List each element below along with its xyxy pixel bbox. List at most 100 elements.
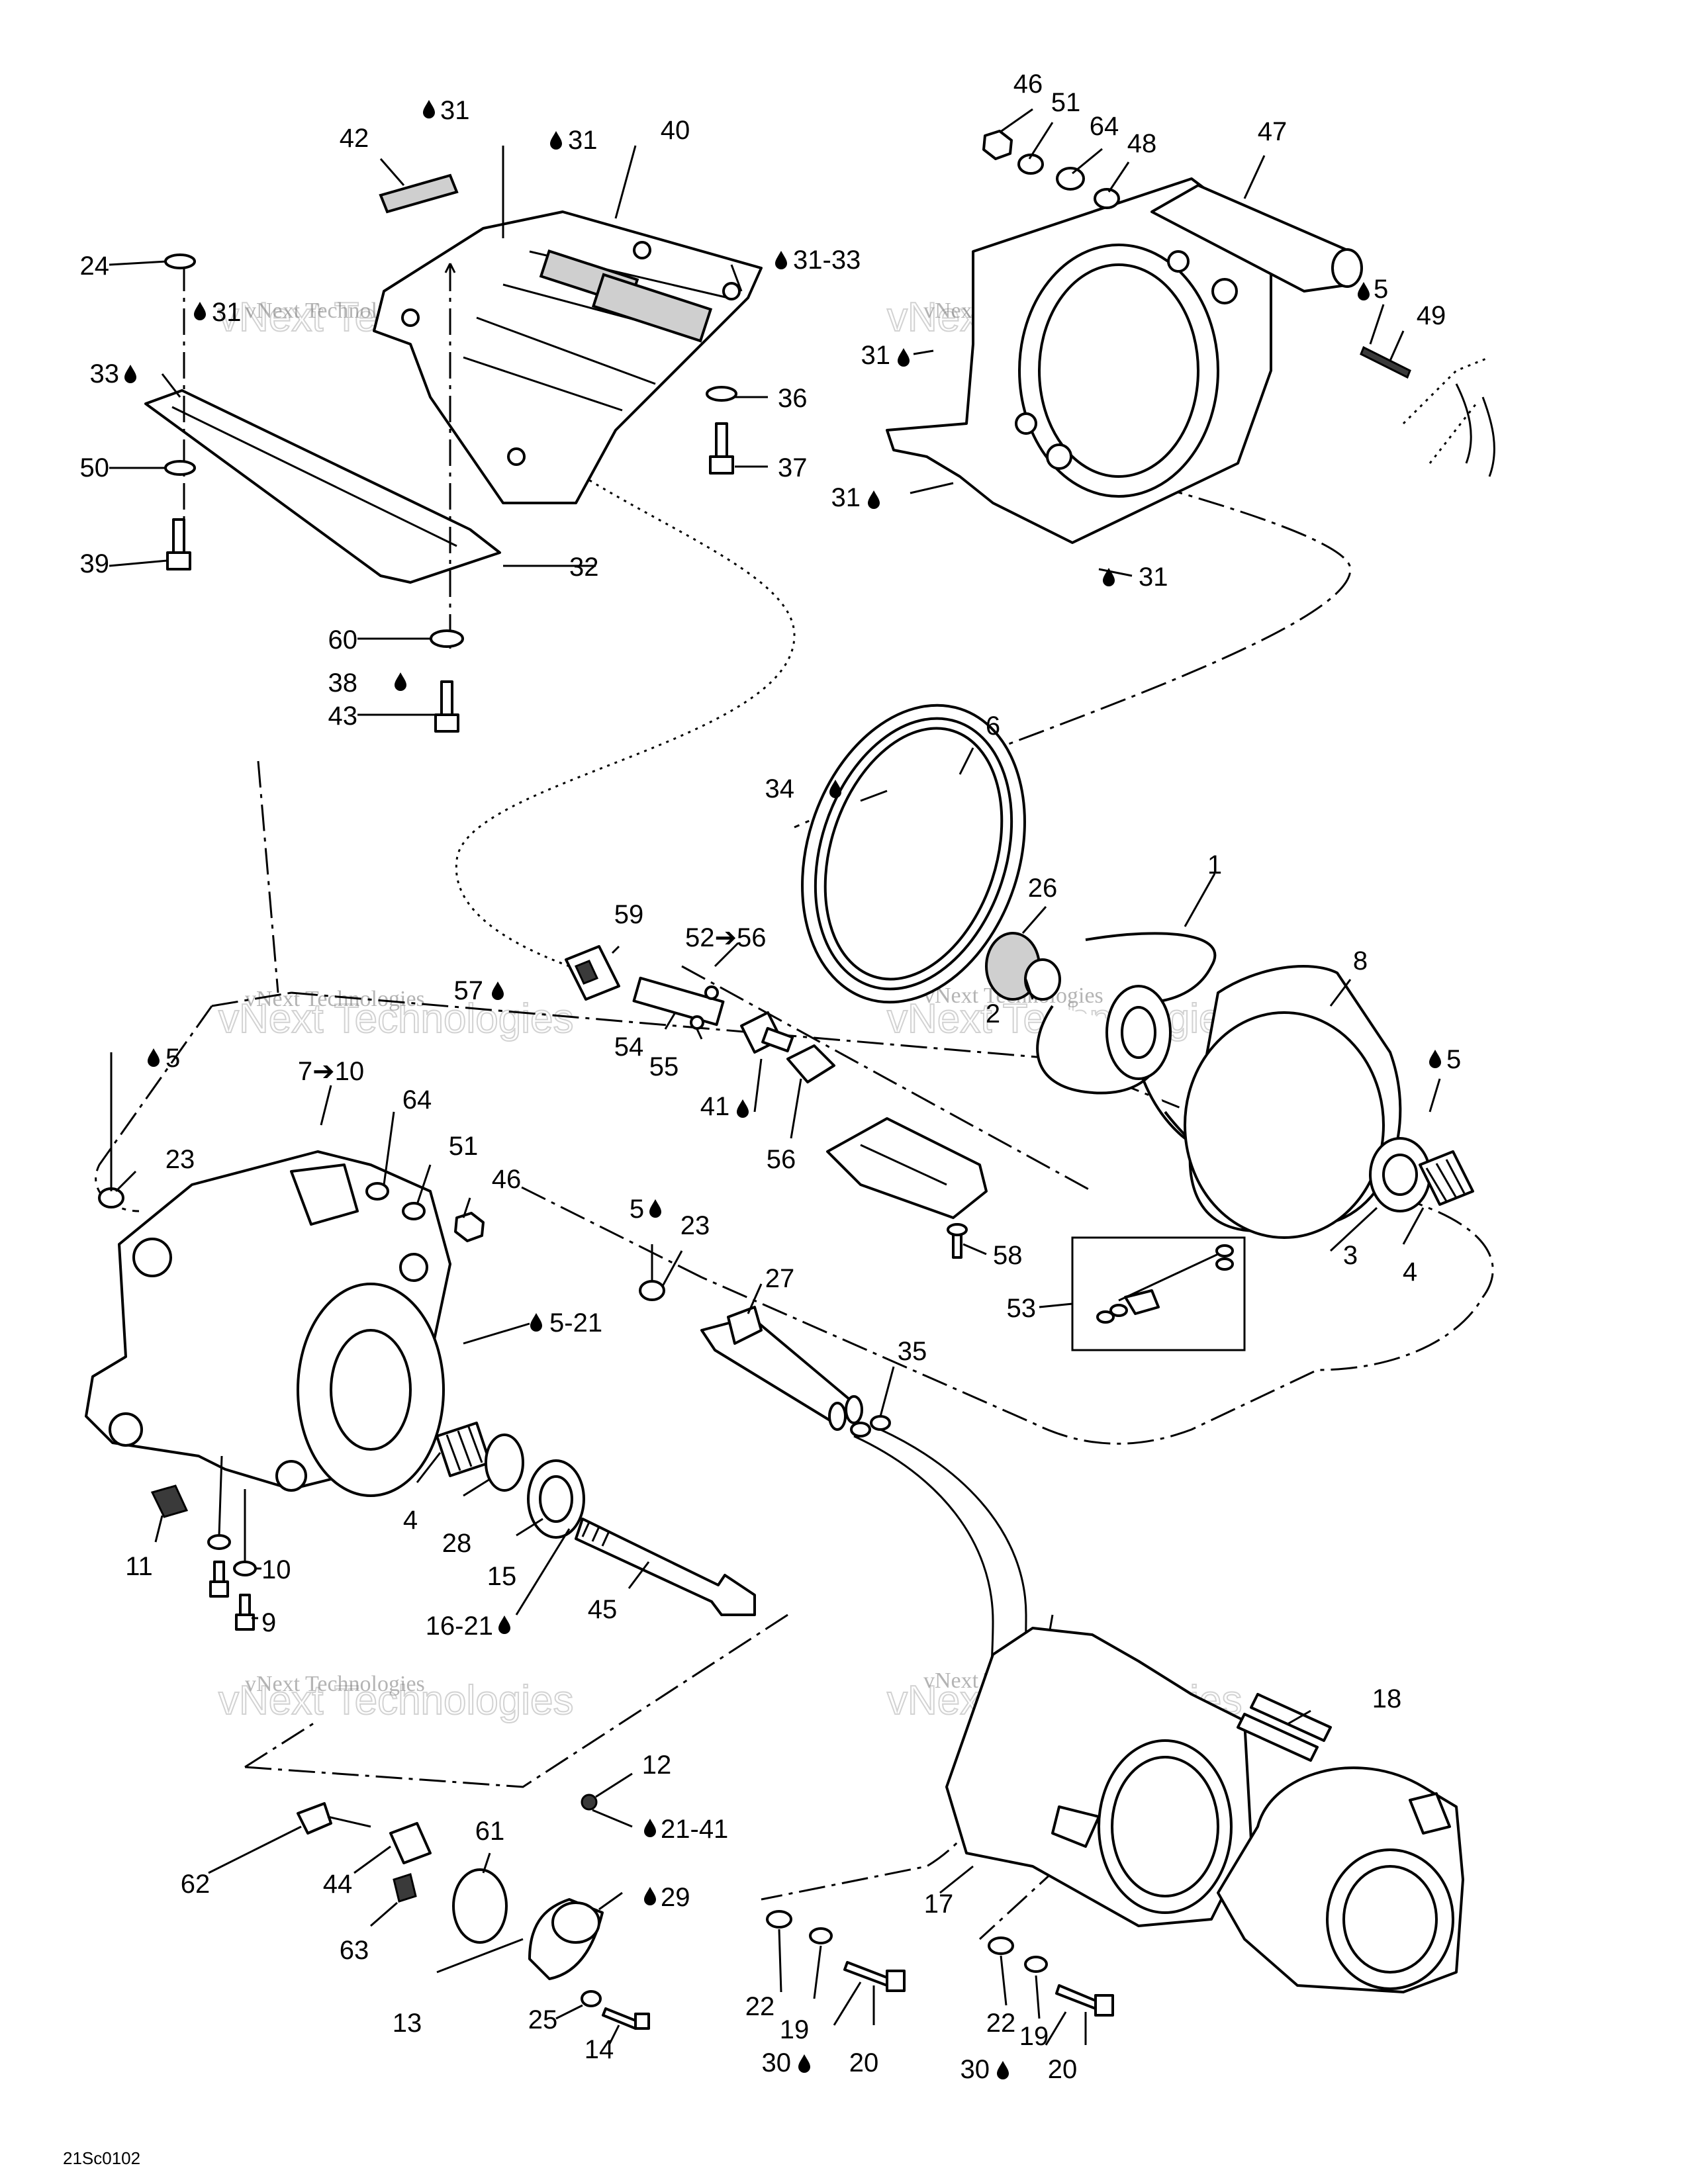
callout-19: 19 xyxy=(1019,2022,1049,2051)
screw xyxy=(209,1561,229,1598)
callout-14: 14 xyxy=(585,2035,614,2064)
callout-59: 59 xyxy=(614,900,644,929)
callout-46: 46 xyxy=(1013,69,1043,99)
callout-46: 46 xyxy=(492,1165,522,1194)
callout-19: 19 xyxy=(780,2015,810,2044)
washer xyxy=(766,1910,792,1929)
o-ring xyxy=(870,1415,891,1431)
watermark-logo: vNext Technologies xyxy=(218,1678,574,1723)
trim-piston xyxy=(632,976,725,1026)
pump-bracket-assembly xyxy=(886,130,1495,544)
callout-56: 56 xyxy=(767,1145,796,1174)
callout-62: 62 xyxy=(181,1870,211,1899)
callout-31: 31 xyxy=(861,341,891,370)
callout-5: 5 xyxy=(1374,275,1388,304)
callout-22: 22 xyxy=(986,2009,1016,2038)
bolt xyxy=(1055,1984,1114,2017)
callout-3: 3 xyxy=(1343,1241,1358,1270)
callout-1: 1 xyxy=(1207,850,1222,880)
callout-24: 24 xyxy=(80,251,110,281)
bolt xyxy=(709,422,734,475)
washer xyxy=(988,1936,1014,1955)
nipple-fitting xyxy=(740,1011,794,1054)
needle-bearing xyxy=(436,1422,491,1477)
callout-5: 5 xyxy=(165,1044,180,1073)
bolt xyxy=(434,680,459,733)
washer xyxy=(1024,1956,1048,1973)
watermark-text: vNext Technologies xyxy=(245,1672,425,1696)
bolt xyxy=(843,1961,906,1992)
drive-shaft xyxy=(575,1518,756,1616)
screw xyxy=(602,2007,650,2030)
callout-51: 51 xyxy=(1051,88,1081,117)
callout-35: 35 xyxy=(898,1337,927,1366)
o-ring xyxy=(452,1868,508,1944)
screw xyxy=(235,1594,255,1631)
callout-31-33: 31-33 xyxy=(793,246,861,275)
callout-40: 40 xyxy=(661,116,690,145)
callout-61: 61 xyxy=(475,1817,505,1846)
assembly-lines xyxy=(95,462,1494,1940)
callout-20: 20 xyxy=(849,2048,879,2077)
screw xyxy=(947,1223,968,1259)
support-beam xyxy=(144,389,501,584)
trim-bracket xyxy=(826,1117,988,1219)
callout-58: 58 xyxy=(993,1241,1023,1270)
bolt xyxy=(166,518,191,570)
seal xyxy=(485,1433,524,1492)
callout-26: 26 xyxy=(1028,874,1058,903)
callout-5: 5 xyxy=(1446,1045,1461,1074)
ride-plate xyxy=(373,210,763,504)
washer xyxy=(809,1927,833,1944)
callout-7-10: 7➔10 xyxy=(298,1057,364,1086)
callout-17: 17 xyxy=(924,1889,954,1919)
nut xyxy=(454,1212,485,1242)
callout-43: 43 xyxy=(328,702,358,731)
callout-4: 4 xyxy=(1403,1257,1417,1287)
callout-25: 25 xyxy=(528,2005,558,2034)
tube-assembly xyxy=(639,1280,891,1437)
washer xyxy=(581,1990,602,2007)
stud xyxy=(1360,345,1411,379)
callout-31: 31 xyxy=(831,483,861,512)
callout-57: 57 xyxy=(454,976,484,1005)
washer xyxy=(365,1182,389,1201)
cap xyxy=(389,1822,432,1864)
trim-mechanism xyxy=(565,945,1246,1351)
callout-39: 39 xyxy=(80,549,110,578)
callout-5-21: 5-21 xyxy=(549,1308,602,1338)
needle-bearing xyxy=(1419,1150,1474,1206)
callout-44: 44 xyxy=(323,1870,353,1899)
callout-54: 54 xyxy=(614,1032,644,1062)
callout-23: 23 xyxy=(165,1145,195,1174)
callout-47: 47 xyxy=(1258,117,1288,146)
nut xyxy=(982,130,1013,160)
callout-48: 48 xyxy=(1127,129,1157,158)
washer xyxy=(164,460,196,476)
leader-lines xyxy=(109,108,1441,2046)
callout-23: 23 xyxy=(680,1211,710,1240)
washer xyxy=(639,1280,665,1301)
o-ring xyxy=(850,1422,871,1437)
callout-31: 31 xyxy=(1139,563,1168,592)
kit-box xyxy=(1071,1236,1246,1351)
callout-34: 34 xyxy=(765,774,795,803)
callout-32: 32 xyxy=(569,553,599,582)
pin xyxy=(1237,1693,1332,1762)
watermark-text: vNext Technologies xyxy=(245,987,425,1011)
callout-22: 22 xyxy=(745,1992,775,2021)
spring xyxy=(393,1873,417,1903)
callout-31: 31 xyxy=(440,96,470,125)
callout-20: 20 xyxy=(1048,2055,1078,2084)
callout-5: 5 xyxy=(630,1195,644,1224)
callout-31: 31 xyxy=(212,298,242,327)
callout-38: 38 xyxy=(328,668,358,698)
drawing-code: 21Sc0102 xyxy=(63,2148,140,2168)
callout-64: 64 xyxy=(1090,112,1119,141)
callout-63: 63 xyxy=(340,1936,369,1965)
callout-31: 31 xyxy=(568,126,598,155)
lock-washer xyxy=(1094,188,1120,209)
callout-27: 27 xyxy=(765,1264,795,1293)
callout-29: 29 xyxy=(661,1883,690,1912)
venturi-nozzle-assembly xyxy=(766,1627,1464,2017)
